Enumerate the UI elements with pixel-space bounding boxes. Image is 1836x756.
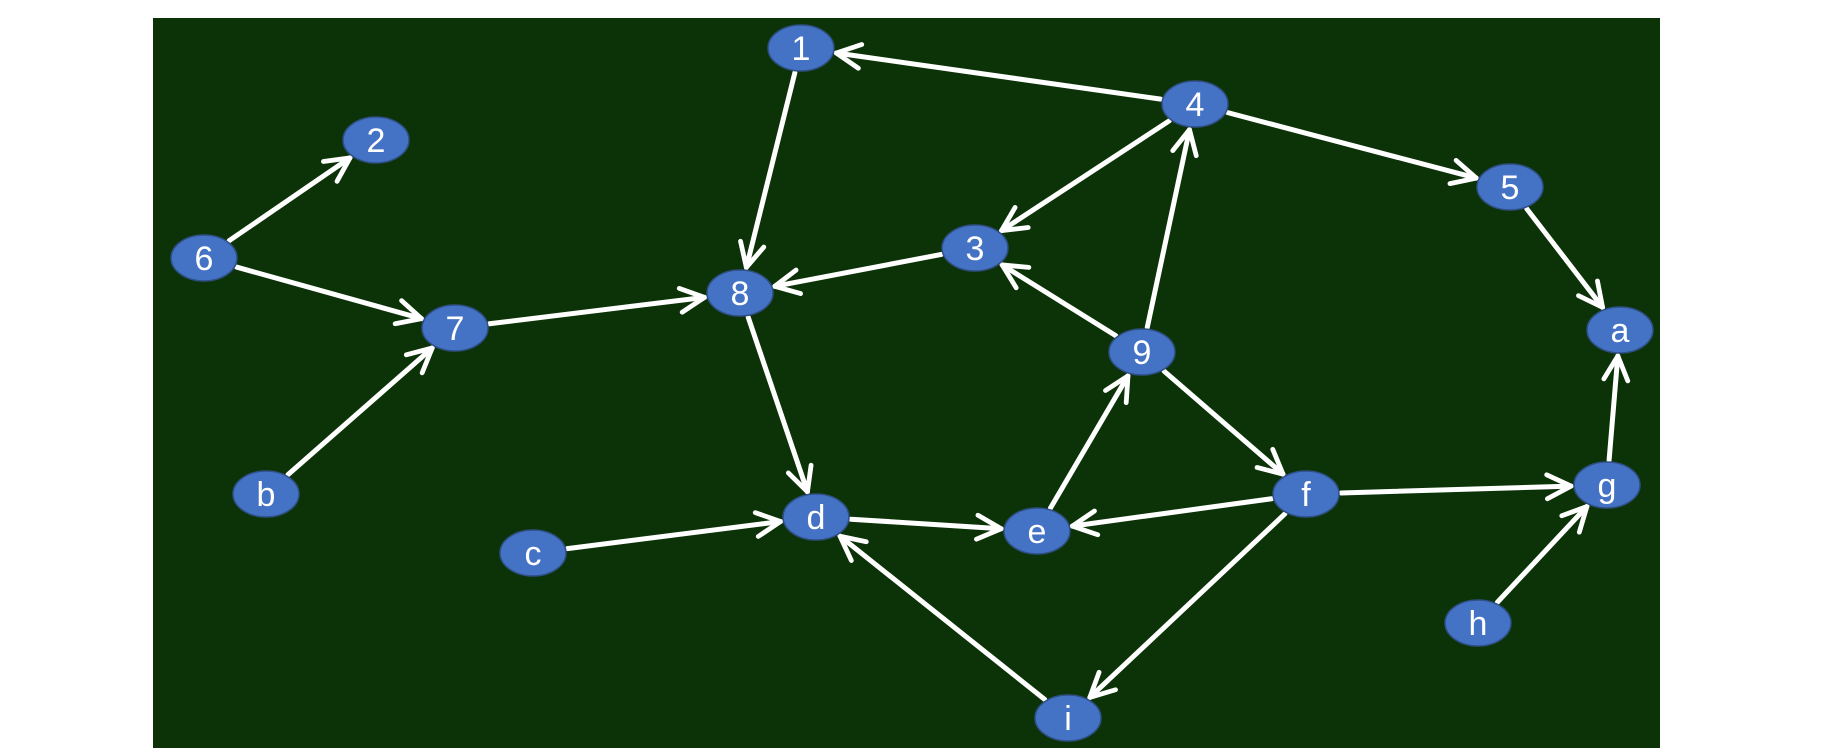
- edge-3-to-8: [772, 251, 944, 297]
- node-6: 6: [170, 234, 238, 282]
- edge-b-to-7: [285, 345, 435, 478]
- node-c: c: [499, 529, 567, 577]
- node-a-shape: [1586, 306, 1654, 354]
- edge-1-to-8: [738, 70, 798, 270]
- edge-5-to-a: [1524, 206, 1606, 310]
- node-e-label: e: [1028, 513, 1047, 551]
- node-3: 3: [941, 224, 1009, 272]
- node-f: f: [1272, 470, 1340, 518]
- edge-h-to-g: [1494, 503, 1590, 605]
- node-d-label: d: [807, 499, 826, 537]
- node-g: g: [1573, 461, 1641, 509]
- node-8-label: 8: [731, 275, 750, 313]
- node-7-shape: [421, 304, 489, 352]
- node-b-label: b: [257, 476, 276, 514]
- node-3-label: 3: [966, 230, 985, 268]
- edge-6-to-7: [234, 264, 424, 327]
- edge-4-to-3: [999, 118, 1172, 234]
- edge-f-to-g: [1338, 472, 1574, 502]
- node-8-shape: [706, 269, 774, 317]
- node-4-label: 4: [1186, 86, 1205, 124]
- edge-9-to-4: [1144, 127, 1199, 330]
- edge-e-to-9: [1048, 373, 1131, 511]
- edge-g-to-a: [1601, 353, 1631, 463]
- node-a-label: a: [1611, 312, 1630, 350]
- edge-6-to-2: [226, 155, 353, 244]
- node-e-shape: [1003, 507, 1071, 555]
- edge-8-to-d: [745, 314, 814, 495]
- node-h-shape: [1444, 599, 1512, 647]
- node-1-shape: [767, 24, 835, 72]
- node-i: i: [1034, 694, 1102, 742]
- node-5-shape: [1476, 163, 1544, 211]
- node-3-shape: [941, 224, 1009, 272]
- node-1: 1: [767, 24, 835, 72]
- node-d-shape: [782, 493, 850, 541]
- node-6-label: 6: [195, 240, 214, 278]
- node-5: 5: [1476, 163, 1544, 211]
- edge-9-to-3: [999, 262, 1119, 339]
- node-g-label: g: [1598, 467, 1617, 505]
- node-6-shape: [170, 234, 238, 282]
- nodes-layer: 1 2 3 4 5 6 7 8 9 a b c d e f g h i: [170, 24, 1654, 742]
- node-a: a: [1586, 306, 1654, 354]
- node-d: d: [782, 493, 850, 541]
- edge-f-to-i: [1087, 511, 1288, 700]
- node-4: 4: [1161, 80, 1229, 128]
- edge-c-to-d: [564, 510, 784, 552]
- node-i-shape: [1034, 694, 1102, 742]
- node-5-label: 5: [1501, 169, 1520, 207]
- edge-i-to-d: [837, 533, 1048, 702]
- node-f-label: f: [1301, 476, 1311, 514]
- node-2: 2: [342, 116, 410, 164]
- node-7-label: 7: [446, 310, 465, 348]
- edge-7-to-8: [486, 285, 708, 327]
- node-f-shape: [1272, 470, 1340, 518]
- node-h: h: [1444, 599, 1512, 647]
- node-2-label: 2: [367, 122, 386, 160]
- node-e: e: [1003, 507, 1071, 555]
- edges-layer: [226, 42, 1631, 702]
- node-b-shape: [232, 470, 300, 518]
- node-h-label: h: [1469, 605, 1488, 643]
- node-7: 7: [421, 304, 489, 352]
- edge-f-to-e: [1069, 496, 1275, 538]
- edge-9-to-f: [1161, 368, 1286, 477]
- node-9-label: 9: [1133, 334, 1152, 372]
- edge-4-to-1: [833, 42, 1164, 102]
- edge-d-to-e: [848, 512, 1004, 542]
- node-c-shape: [499, 529, 567, 577]
- node-4-shape: [1161, 80, 1229, 128]
- node-2-shape: [342, 116, 410, 164]
- node-8: 8: [706, 269, 774, 317]
- node-9: 9: [1108, 328, 1176, 376]
- node-i-label: i: [1064, 700, 1072, 738]
- node-b: b: [232, 470, 300, 518]
- node-c-label: c: [525, 535, 542, 573]
- edge-4-to-5: [1225, 110, 1479, 186]
- node-9-shape: [1108, 328, 1176, 376]
- node-g-shape: [1573, 461, 1641, 509]
- node-1-label: 1: [792, 30, 811, 68]
